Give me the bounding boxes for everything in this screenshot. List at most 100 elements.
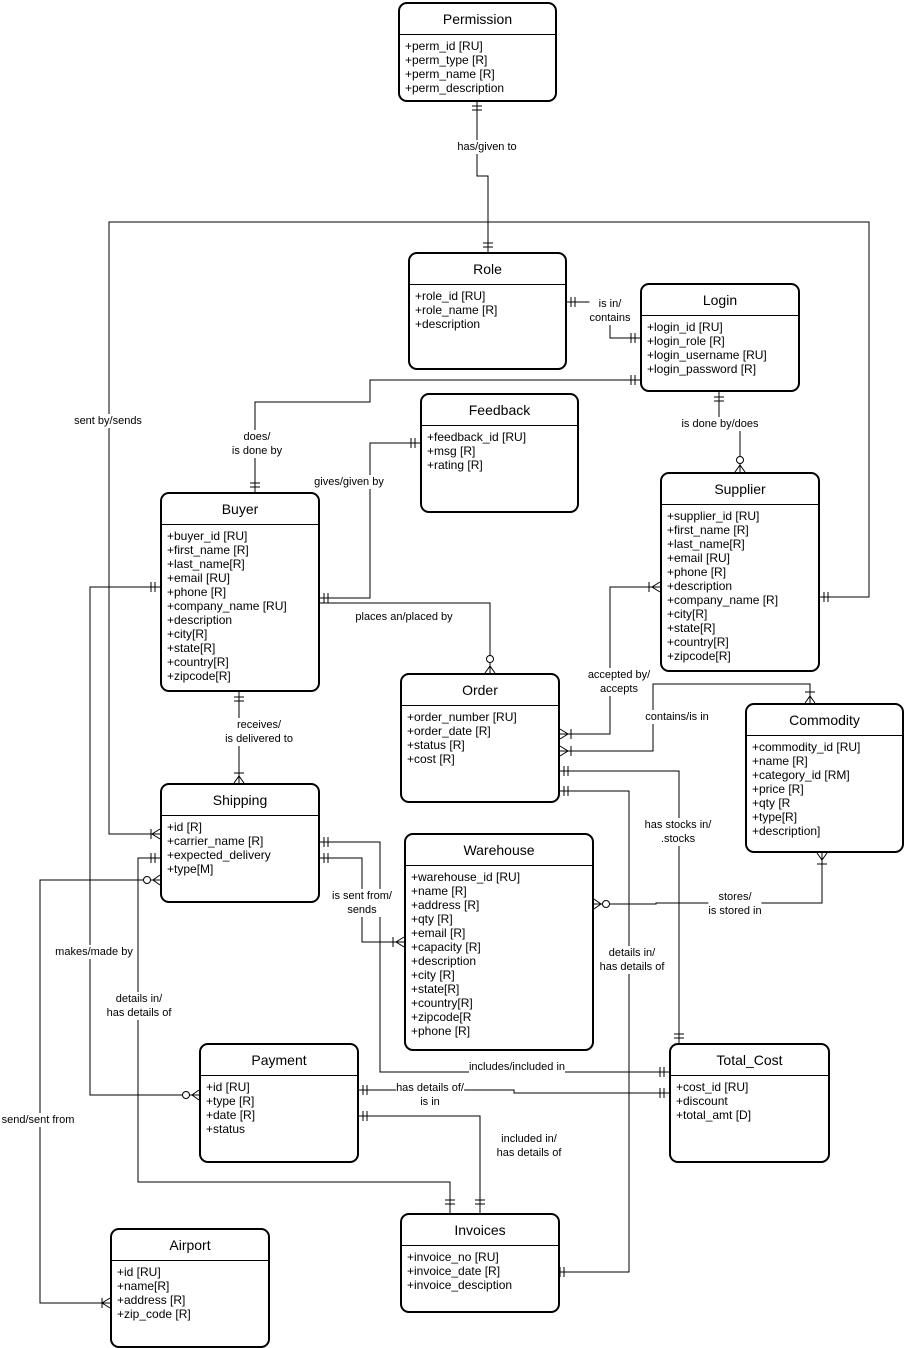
entity-shipping[interactable]: Shipping +id [R] +carrier_name [R] +expe…	[160, 783, 320, 903]
entity-login[interactable]: Login +login_id [RU] +login_role [R] +lo…	[640, 283, 800, 392]
entity-total-cost[interactable]: Total_Cost +cost_id [RU] +discount +tota…	[669, 1043, 830, 1163]
entity-attribute: +first_name [R]	[667, 523, 749, 537]
entity-attribute: +order_date [R]	[407, 724, 491, 738]
entity-role[interactable]: Role +role_id [RU] +role_name [R] +descr…	[408, 252, 567, 370]
entity-attribute: +phone [R]	[167, 585, 227, 599]
connector-order-commodity	[560, 683, 811, 752]
entity-attribute: +last_name[R]	[167, 557, 245, 571]
entity-title: Feedback	[422, 395, 577, 426]
entity-attribute: +category_id [RM]	[752, 768, 850, 782]
entity-title: Shipping	[162, 785, 318, 816]
entity-attribute: +description]	[752, 824, 821, 838]
entity-title: Commodity	[747, 705, 902, 736]
entity-permission[interactable]: Permission +perm_id [RU] +perm_type [R] …	[398, 2, 557, 102]
entity-attribute: +country[R]	[667, 635, 729, 649]
entity-attribute: +phone [R]	[411, 1024, 471, 1038]
entity-attribute: +city[R]	[167, 627, 208, 641]
entity-attribute: +first_name [R]	[167, 543, 249, 557]
relationship-label-details-in-left: details in/has details of	[106, 992, 172, 1020]
entity-attribute: +login_password [R]	[647, 362, 757, 376]
relationship-label-has-given-to: has/given to	[457, 140, 517, 154]
entity-attribute: +discount	[676, 1094, 728, 1108]
relationship-label-places-an-placed-by: places an/placed by	[355, 610, 453, 624]
relationship-label-has-details-of-is-in: has details of/is in	[396, 1081, 464, 1109]
entity-attribute: +city [R]	[411, 968, 455, 982]
relationship-label-sent-by-sends: sent by/sends	[74, 414, 142, 428]
entity-attribute: +cost [R]	[407, 752, 455, 766]
entity-attributes: +id [R] +carrier_name [R] +expected_deli…	[162, 816, 318, 876]
entity-attributes: +perm_id [RU] +perm_type [R] +perm_name …	[400, 35, 555, 95]
entity-attributes: +commodity_id [RU] +name [R] +category_i…	[747, 736, 902, 838]
entity-warehouse[interactable]: Warehouse +warehouse_id [RU] +name [R] +…	[404, 833, 594, 1051]
entity-attribute: +total_amt [D]	[676, 1108, 752, 1122]
entity-attribute: +rating [R]	[427, 458, 483, 472]
entity-attribute: +carrier_name [R]	[167, 834, 264, 848]
entity-buyer[interactable]: Buyer +buyer_id [RU] +first_name [R] +la…	[160, 492, 320, 692]
entity-attribute: +country[R]	[167, 655, 229, 669]
entity-attribute: +zipcode[R]	[167, 669, 231, 683]
relationship-label-receives-is-delivered-to: receives/is delivered to	[225, 718, 293, 746]
entity-attribute: +qty [R	[752, 796, 791, 810]
entity-attribute: +warehouse_id [RU]	[411, 870, 521, 884]
entity-feedback[interactable]: Feedback +feedback_id [RU] +msg [R] +rat…	[420, 393, 579, 513]
connector-buyer-payment	[89, 586, 199, 1096]
entity-airport[interactable]: Airport +id [RU] +name[R] +address [R] +…	[110, 1228, 270, 1348]
relationship-label-contains-is-in: contains/is in	[645, 710, 709, 724]
entity-title: Login	[642, 285, 798, 316]
entity-attribute: +expected_delivery	[167, 848, 271, 862]
relationship-label-includes-included-in: includes/included in	[468, 1060, 566, 1074]
entity-invoices[interactable]: Invoices +invoice_no [RU] +invoice_date …	[400, 1213, 560, 1313]
entity-attribute: +country[R]	[411, 996, 473, 1010]
entity-title: Order	[402, 675, 558, 706]
relationship-label-is-in-contains: is in/contains	[589, 297, 631, 325]
entity-attribute: +order_number [RU]	[407, 710, 517, 724]
connector-supplier-shipping	[108, 221, 870, 835]
connector-order-invoices	[560, 790, 630, 1273]
entity-attribute: +email [RU]	[667, 551, 731, 565]
entity-attribute: +supplier_id [RU]	[667, 509, 760, 523]
entity-attribute: +login_role [R]	[647, 334, 725, 348]
entity-attributes: +order_number [RU] +order_date [R] +stat…	[402, 706, 558, 766]
entity-attribute: +invoice_no [RU]	[407, 1250, 499, 1264]
entity-attribute: +msg [R]	[427, 444, 476, 458]
entity-attributes: +buyer_id [RU] +first_name [R] +last_nam…	[162, 525, 318, 683]
entity-attributes: +id [RU] +name[R] +address [R] +zip_code…	[112, 1261, 268, 1321]
entity-title: Role	[410, 254, 565, 285]
entity-attribute: +type [R]	[206, 1094, 255, 1108]
entity-attribute: +last_name[R]	[667, 537, 745, 551]
connector-order-total-cost	[560, 770, 680, 1043]
entity-attribute: +perm_type [R]	[405, 53, 488, 67]
entity-payment[interactable]: Payment +id [RU] +type [R] +date [R] +st…	[199, 1043, 359, 1163]
entity-attribute: +qty [R]	[411, 912, 453, 926]
entity-attribute: +state[R]	[411, 982, 460, 996]
entity-attribute: +price [R]	[752, 782, 804, 796]
entity-attributes: +supplier_id [RU] +first_name [R] +last_…	[662, 505, 818, 663]
relationship-label-does-is-done-by: does/is done by	[231, 430, 283, 458]
entity-attribute: +id [RU]	[206, 1080, 250, 1094]
entity-attributes: +role_id [RU] +role_name [R] +descriptio…	[410, 285, 565, 331]
entity-attribute: +email [R]	[411, 926, 466, 940]
entity-supplier[interactable]: Supplier +supplier_id [RU] +first_name […	[660, 472, 820, 672]
entity-attributes: +invoice_no [RU] +invoice_date [R] +invo…	[402, 1246, 558, 1292]
entity-attribute: +capacity [R]	[411, 940, 481, 954]
entity-attribute: +invoice_desciption	[407, 1278, 513, 1292]
connector-shipping-invoices	[137, 857, 451, 1213]
entity-attribute: +company_name [RU]	[167, 599, 287, 613]
connector-payment-invoices	[359, 1115, 481, 1213]
relationship-label-gives-given-by: gives/given by	[314, 475, 384, 489]
relationship-label-is-done-by-does: is done by/does	[681, 417, 759, 431]
entity-attribute: +date [R]	[206, 1108, 256, 1122]
entity-attribute: +state[R]	[167, 641, 216, 655]
entity-attribute: +zipcode[R]	[667, 649, 731, 663]
entity-attribute: +name[R]	[117, 1279, 170, 1293]
entity-commodity[interactable]: Commodity +commodity_id [RU] +name [R] +…	[745, 703, 904, 853]
entity-attribute: +id [RU]	[117, 1265, 161, 1279]
entity-attributes: +cost_id [RU] +discount +total_amt [D]	[671, 1076, 828, 1122]
entity-order[interactable]: Order +order_number [RU] +order_date [R]…	[400, 673, 560, 803]
entity-attribute: +description	[411, 954, 477, 968]
entity-title: Permission	[400, 4, 555, 35]
entity-attribute: +description	[667, 579, 733, 593]
entity-attributes: +login_id [RU] +login_role [R] +login_us…	[642, 316, 798, 376]
entity-attribute: +type[R]	[752, 810, 798, 824]
